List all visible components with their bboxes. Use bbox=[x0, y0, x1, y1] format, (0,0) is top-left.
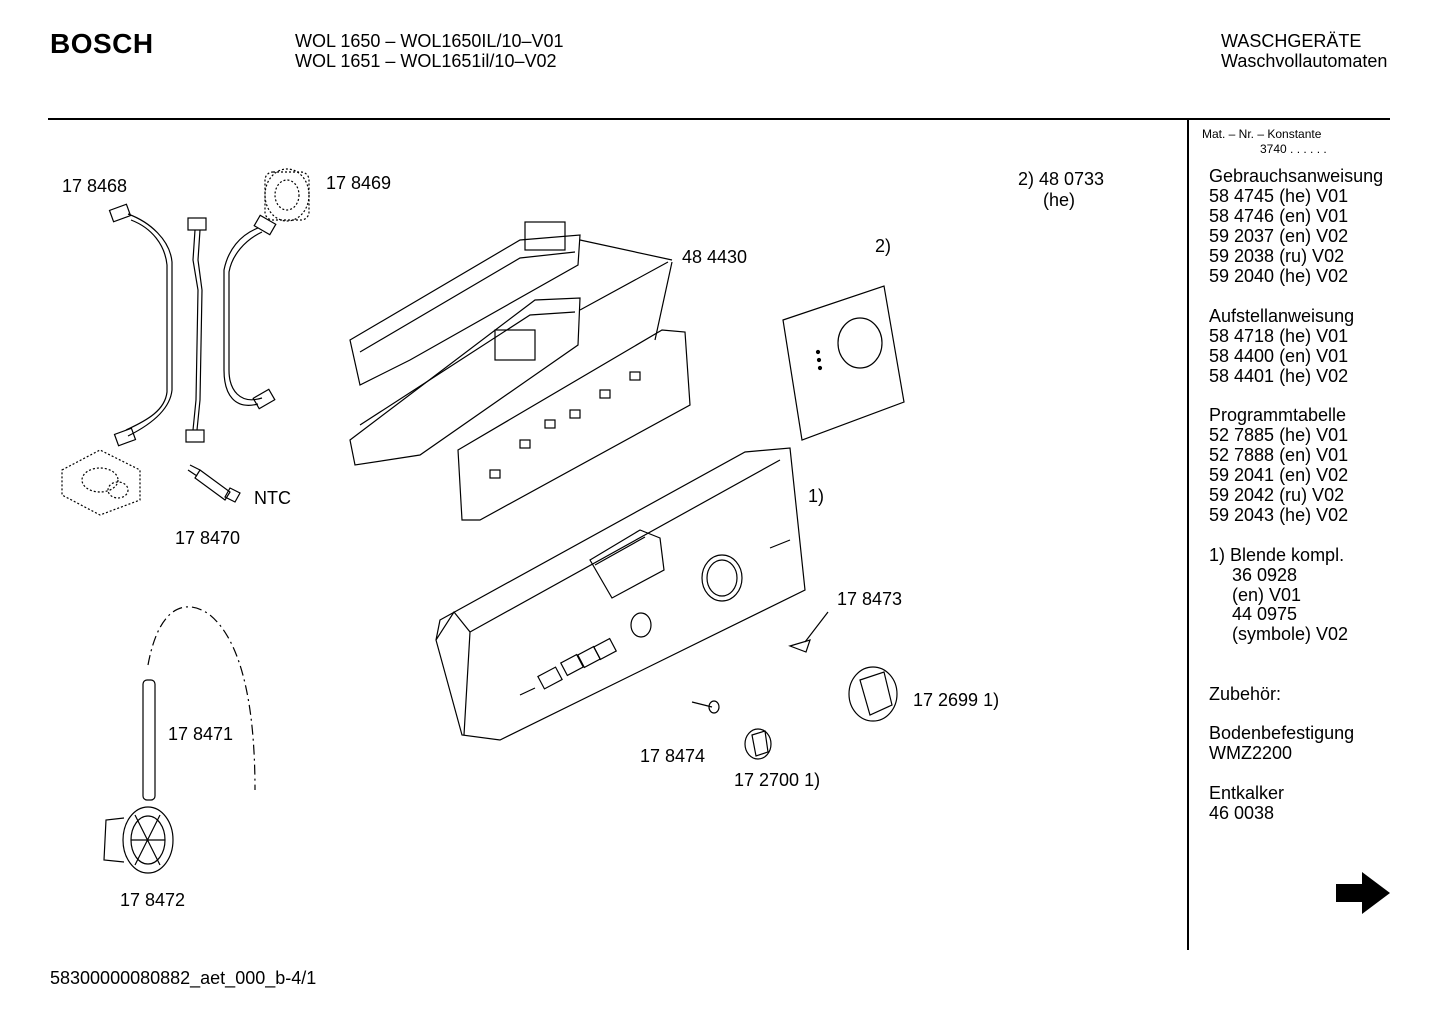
model-line-1: WOL 1650 – WOL1650IL/10–V01 bbox=[295, 31, 564, 51]
sidebar-divider bbox=[1187, 118, 1189, 950]
installation-item: 58 4401 (he) V02 bbox=[1209, 366, 1349, 386]
pressure-hose bbox=[142, 606, 256, 801]
large-knob-icon bbox=[848, 666, 898, 722]
part-label-178469: 17 8469 bbox=[326, 173, 392, 193]
leader-484430 bbox=[579, 239, 673, 341]
category-subtitle: Waschvollautomaten bbox=[1221, 51, 1388, 71]
part-label-178468: 17 8468 bbox=[62, 176, 128, 196]
section-title-program-table: Programmtabelle bbox=[1209, 405, 1347, 425]
manual-item: 58 4746 (en) V01 bbox=[1209, 206, 1349, 226]
installation-item: 58 4400 (en) V01 bbox=[1209, 346, 1349, 366]
section-title-installation: Aufstellanweisung bbox=[1209, 306, 1355, 326]
installation-item: 58 4718 (he) V01 bbox=[1209, 326, 1349, 346]
program-table-item: 52 7885 (he) V01 bbox=[1209, 425, 1349, 445]
manual-item: 59 2038 (ru) V02 bbox=[1209, 246, 1345, 266]
part-label-480733-lang: (he) bbox=[1043, 190, 1076, 210]
valve-icon bbox=[61, 449, 141, 516]
ref-label-1: 1) bbox=[808, 486, 825, 506]
pin-icon bbox=[691, 700, 720, 714]
ref-label-2: 2) bbox=[875, 236, 892, 256]
descaler-code: 46 0038 bbox=[1209, 803, 1275, 823]
part-label-178470: 17 8470 bbox=[175, 528, 241, 548]
program-table-item: 52 7888 (en) V01 bbox=[1209, 445, 1349, 465]
document-id: 58300000080882_aet_000_b-4/1 bbox=[50, 968, 317, 988]
model-line-2: WOL 1651 – WOL1651il/10–V02 bbox=[295, 51, 557, 71]
descaler-title: Entkalker bbox=[1209, 783, 1285, 803]
part-label-ntc: NTC bbox=[254, 488, 291, 508]
pressure-switch-icon bbox=[103, 806, 174, 874]
control-module-housing bbox=[349, 221, 581, 466]
part-label-172700: 17 2700 1) bbox=[734, 770, 821, 790]
exploded-parts-drawing bbox=[61, 168, 905, 874]
wiring-harness-right bbox=[223, 214, 277, 410]
part-label-480733: 2) 48 0733 bbox=[1018, 169, 1105, 189]
program-table-item: 59 2043 (he) V02 bbox=[1209, 505, 1349, 525]
program-table-item: 59 2042 (ru) V02 bbox=[1209, 485, 1345, 505]
program-table-item: 59 2041 (en) V02 bbox=[1209, 465, 1349, 485]
part-label-178474: 17 8474 bbox=[640, 746, 706, 766]
next-page-arrow-icon[interactable] bbox=[1336, 872, 1390, 914]
floor-mount-title: Bodenbefestigung bbox=[1209, 723, 1355, 743]
pump-icon bbox=[264, 168, 310, 222]
note-item: 44 0975 bbox=[1232, 604, 1298, 624]
wiring-harness-center bbox=[185, 217, 207, 443]
part-label-172699: 17 2699 1) bbox=[913, 690, 1000, 710]
mat-number-label: Mat. – Nr. – Konstante bbox=[1202, 127, 1322, 141]
spring-icon bbox=[788, 611, 829, 653]
note-item: (en) V01 bbox=[1232, 585, 1302, 605]
part-label-178473: 17 8473 bbox=[837, 589, 903, 609]
wiring-harness-left bbox=[108, 203, 173, 447]
header-divider bbox=[48, 118, 1390, 120]
manual-item: 59 2037 (en) V02 bbox=[1209, 226, 1349, 246]
floor-mount-code: WMZ2200 bbox=[1209, 743, 1293, 763]
part-label-484430: 48 4430 bbox=[682, 247, 748, 267]
category-title: WASCHGERÄTE bbox=[1221, 31, 1362, 51]
mat-number-value: 3740 . . . . . . bbox=[1260, 142, 1327, 156]
small-knob-icon bbox=[744, 728, 772, 760]
part-label-178471: 17 8471 bbox=[168, 724, 234, 744]
display-label-panel bbox=[782, 285, 905, 441]
front-panel bbox=[435, 447, 806, 741]
note-item: (symbole) V02 bbox=[1232, 624, 1349, 644]
ntc-sensor-icon bbox=[187, 464, 241, 503]
note-item: 36 0928 bbox=[1232, 565, 1298, 585]
note-title: 1) Blende kompl. bbox=[1209, 545, 1345, 565]
part-label-178472: 17 8472 bbox=[120, 890, 186, 910]
manual-item: 58 4745 (he) V01 bbox=[1209, 186, 1349, 206]
circuit-board bbox=[457, 329, 691, 521]
manual-item: 59 2040 (he) V02 bbox=[1209, 266, 1349, 286]
section-title-manual: Gebrauchsanweisung bbox=[1209, 166, 1384, 186]
brand-logo: BOSCH bbox=[50, 28, 154, 59]
accessories-title: Zubehör: bbox=[1209, 684, 1282, 704]
